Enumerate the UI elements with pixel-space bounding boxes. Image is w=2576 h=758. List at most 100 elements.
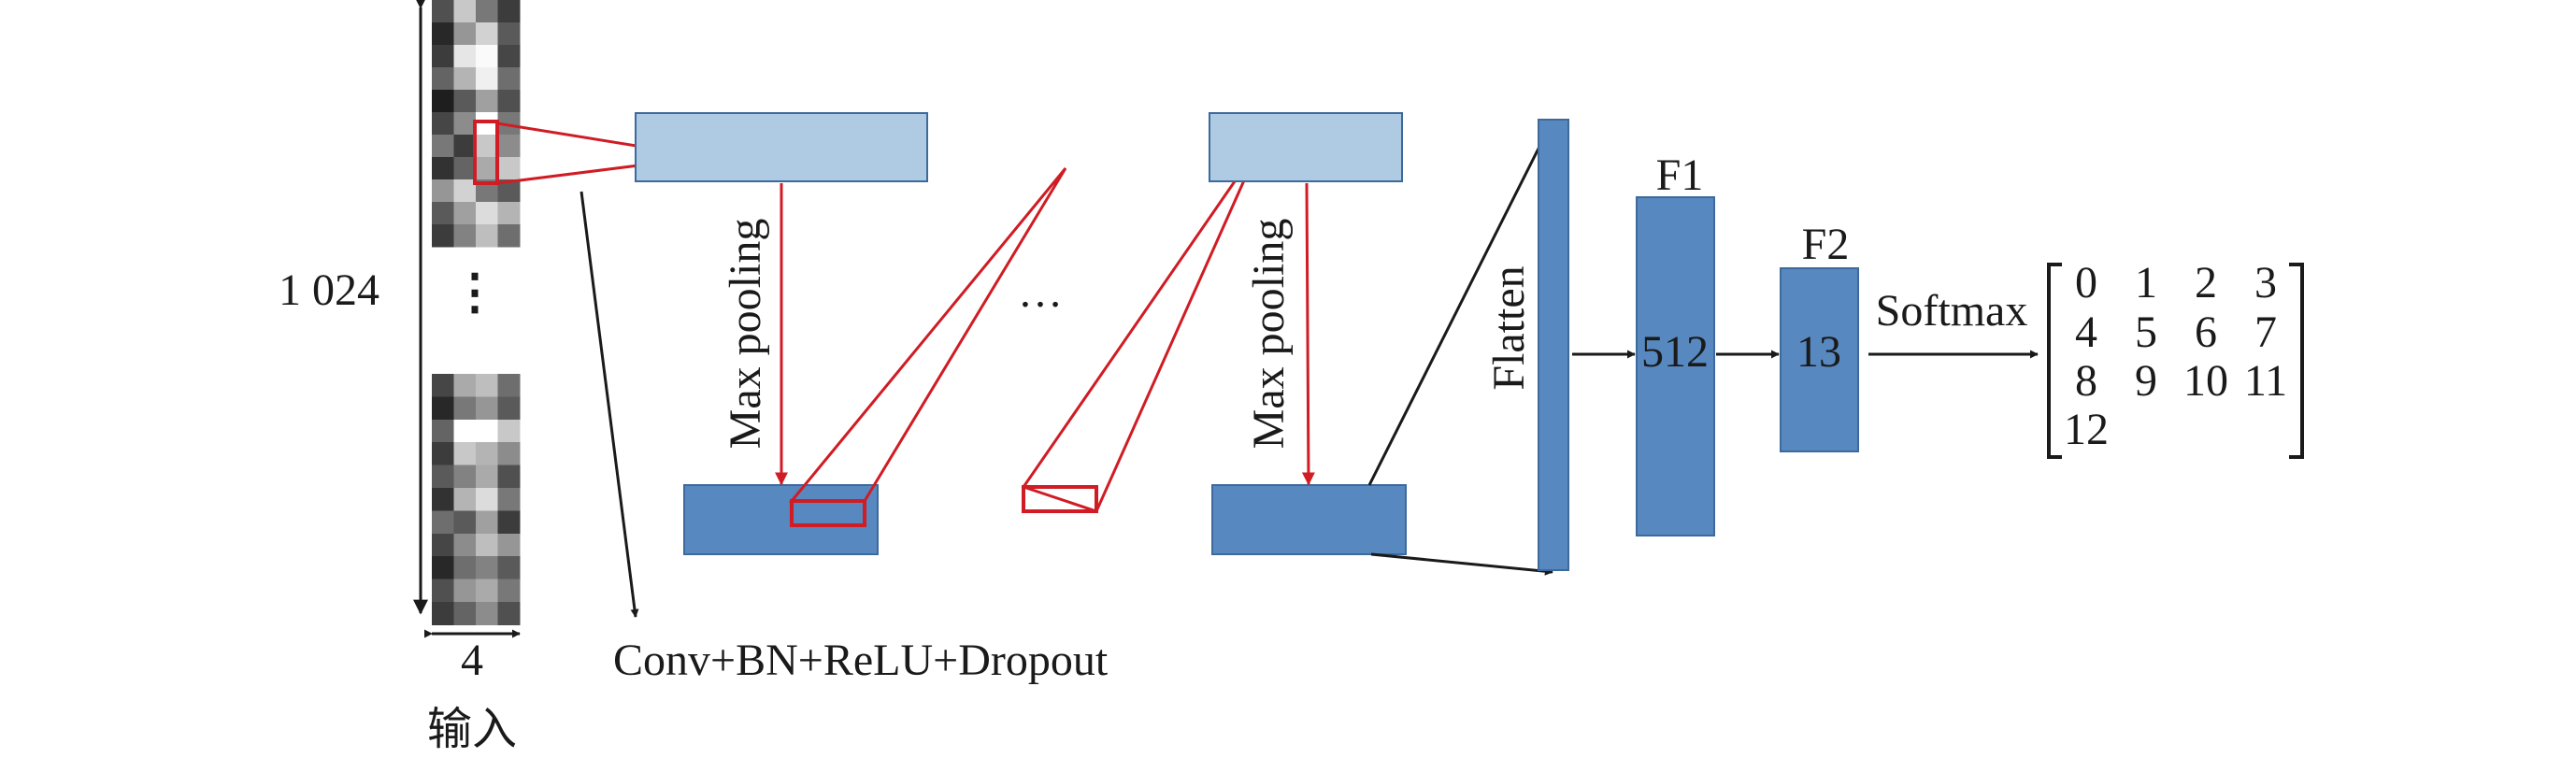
dense-block-f1 <box>1636 196 1715 536</box>
input-pixel-bottom <box>432 396 454 421</box>
input-pixel-bottom <box>453 419 477 443</box>
input-pixel-top <box>453 224 477 248</box>
input-pixel-bottom <box>432 442 454 466</box>
flatten-block <box>1538 119 1569 571</box>
input-pixel-top <box>453 157 477 180</box>
pool-arrow-2 <box>1301 182 1315 486</box>
input-pixel-top <box>453 67 477 91</box>
input-pixel-bottom <box>476 465 498 489</box>
input-pixel-top <box>432 157 454 180</box>
input-pixel-top <box>497 22 521 46</box>
input-pixel-bottom <box>432 579 454 603</box>
input-pixel-bottom <box>432 488 454 511</box>
input-pixel-top <box>453 135 477 158</box>
input-pixel-top <box>432 135 454 158</box>
input-pixel-top <box>453 22 477 46</box>
input-pixel-bottom <box>453 374 477 397</box>
middle-receptive-box <box>1022 485 1098 513</box>
input-pixel-top <box>453 112 477 136</box>
input-pixel-top <box>432 45 454 68</box>
input-pixel-bottom <box>497 510 521 535</box>
matrix-cell: 6 <box>2195 307 2217 357</box>
input-pixel-bottom <box>453 510 477 535</box>
input-pixel-top <box>476 90 498 113</box>
input-pixel-top <box>476 0 498 23</box>
input-pixel-top <box>453 45 477 68</box>
input-pixel-bottom <box>476 556 498 580</box>
input-pixel-bottom <box>453 602 477 625</box>
matrix-cell: 7 <box>2254 307 2277 357</box>
input-pixel-bottom <box>453 533 477 557</box>
input-pixel-bottom <box>453 579 477 603</box>
input-width-label: 4 <box>461 636 483 685</box>
pool1-to-next-funnel <box>788 167 1067 503</box>
input-pixel-bottom <box>497 419 521 443</box>
matrix-cell: 3 <box>2254 258 2277 307</box>
input-pixel-bottom <box>476 488 498 511</box>
input-pixel-top <box>497 135 521 158</box>
f2-value: 13 <box>1796 327 1841 377</box>
conv-label: Conv+BN+ReLU+Dropout <box>613 636 1109 685</box>
input-pixel-bottom <box>497 488 521 511</box>
input-pixel-top <box>497 202 521 225</box>
input-pixel-bottom <box>432 465 454 489</box>
input-pixel-bottom <box>497 374 521 397</box>
input-pixel-top <box>432 90 454 113</box>
input-pixel-top <box>476 157 498 180</box>
input-pixel-bottom <box>432 510 454 535</box>
input-pixel-bottom <box>497 442 521 466</box>
layers-ellipsis: … <box>1018 267 1063 317</box>
pool-block-1 <box>683 484 879 555</box>
input-caption: 输入 <box>427 705 517 754</box>
input-pixel-top <box>476 135 498 158</box>
input-pixel-bottom <box>476 374 498 397</box>
input-pixel-bottom <box>453 396 477 421</box>
input-pixel-bottom <box>476 602 498 625</box>
input-pixel-top <box>497 90 521 113</box>
input-pixel-top <box>432 112 454 136</box>
input-ellipsis: ⋮ <box>451 266 499 320</box>
pool-label-1: Max pooling <box>721 219 770 450</box>
input-pixel-top <box>497 45 521 68</box>
input-pixel-bottom <box>497 602 521 625</box>
matrix-cell: 2 <box>2195 258 2217 307</box>
input-pixel-bottom <box>476 419 498 443</box>
matrix-cell: 8 <box>2075 356 2097 406</box>
flatten-label: Flatten <box>1484 265 1534 390</box>
input-pixel-bottom <box>432 419 454 443</box>
input-pixel-bottom <box>497 556 521 580</box>
matrix-cell: 9 <box>2135 356 2157 406</box>
input-pixel-top <box>476 112 498 136</box>
input-pixel-top <box>476 224 498 248</box>
softmax-label: Softmax <box>1876 286 2028 336</box>
input-height-label: 1 024 <box>279 265 379 315</box>
input-pixel-top <box>453 179 477 203</box>
pool-block-2 <box>1211 484 1407 555</box>
input-pixel-top <box>453 90 477 113</box>
input-pixel-top <box>453 0 477 23</box>
input-pixel-bottom <box>497 579 521 603</box>
input-pixel-top <box>497 0 521 23</box>
input-pixel-top <box>476 45 498 68</box>
f1-title: F1 <box>1656 150 1704 200</box>
input-pixel-bottom <box>432 556 454 580</box>
input-pixel-top <box>497 224 521 248</box>
conv-block-1 <box>635 112 928 182</box>
input-pixel-top <box>432 179 454 203</box>
pool-label-2: Max pooling <box>1244 219 1294 450</box>
input-pixel-bottom <box>497 396 521 421</box>
matrix-cell: 0 <box>2075 258 2097 307</box>
input-pixel-bottom <box>432 533 454 557</box>
input-pixel-top <box>497 157 521 180</box>
input-pixel-bottom <box>432 602 454 625</box>
input-pixel-top <box>453 202 477 225</box>
f1-value: 512 <box>1641 327 1709 377</box>
matrix-cell: 12 <box>2064 405 2109 454</box>
conv-pointer-arrow <box>580 191 639 618</box>
input-image-bottom <box>432 374 521 625</box>
input-pixel-bottom <box>453 488 477 511</box>
matrix-cell: 4 <box>2075 307 2097 357</box>
input-pixel-bottom <box>497 465 521 489</box>
input-pixel-top <box>476 202 498 225</box>
